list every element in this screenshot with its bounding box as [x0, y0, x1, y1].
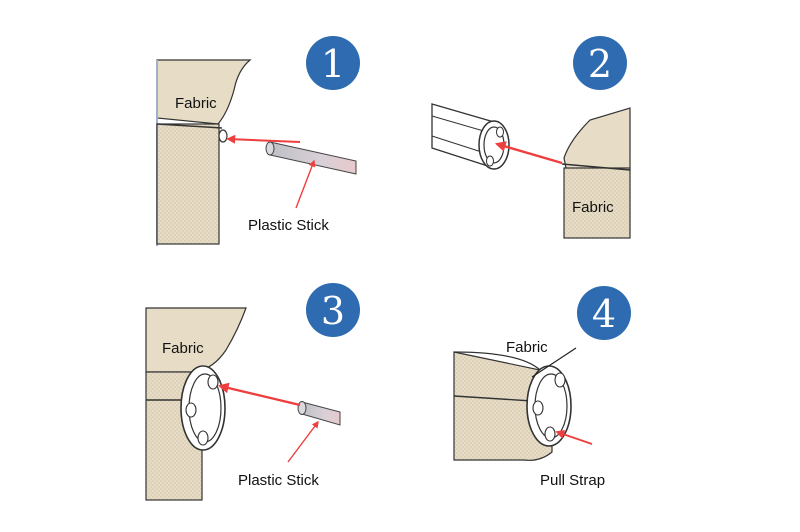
step-2-fabric: [563, 167, 631, 239]
step-2-badge: 2: [573, 36, 627, 90]
svg-text:4: 4: [592, 292, 616, 336]
step-4-panel: Fabric Pull Strap 4: [453, 286, 631, 489]
step-1-panel: Fabric Plastic Stick 1: [156, 36, 360, 246]
step-4-tube: [526, 365, 572, 447]
step-3-stick-pointer: [287, 420, 319, 463]
step-4-fabric-label: Fabric: [506, 339, 548, 356]
step-3-badge: 3: [306, 283, 360, 337]
step-1-stick-label: Plastic Stick: [248, 217, 329, 234]
step-4-strap-label: Pull Strap: [540, 472, 605, 489]
step-4-badge: 4: [577, 286, 631, 340]
step-2-fabric-label: Fabric: [572, 199, 614, 216]
step-3-stick-label: Plastic Stick: [238, 472, 319, 489]
step-4-strap-arrow: [555, 430, 593, 445]
step-4-fabric-pointer: [531, 347, 577, 378]
step-1-fabric: [156, 123, 220, 245]
svg-text:3: 3: [321, 289, 345, 333]
step-2-panel: Fabric 2: [431, 36, 631, 239]
step-1-badge: 1: [306, 36, 360, 90]
step-1-fabric-top: [156, 59, 252, 125]
step-1-arrow: [226, 134, 301, 144]
step-3-tube: [180, 365, 226, 451]
step-1-plastic-stick: [265, 141, 357, 175]
step-3-arrow: [217, 382, 301, 407]
step-3-fabric-label: Fabric: [162, 340, 204, 357]
step-2-arrow: [494, 141, 563, 165]
step-3-panel: Fabric Plastic Stick 3: [145, 283, 360, 501]
step-2-tube: [431, 103, 510, 170]
svg-text:2: 2: [588, 42, 612, 86]
step-1-fabric-label: Fabric: [175, 95, 217, 112]
step-3-plastic-stick: [297, 401, 341, 426]
step-1-stick-pointer: [295, 159, 316, 209]
svg-text:1: 1: [321, 42, 345, 86]
step-2-fabric-top: [563, 107, 631, 171]
step-1-hole: [218, 129, 228, 143]
